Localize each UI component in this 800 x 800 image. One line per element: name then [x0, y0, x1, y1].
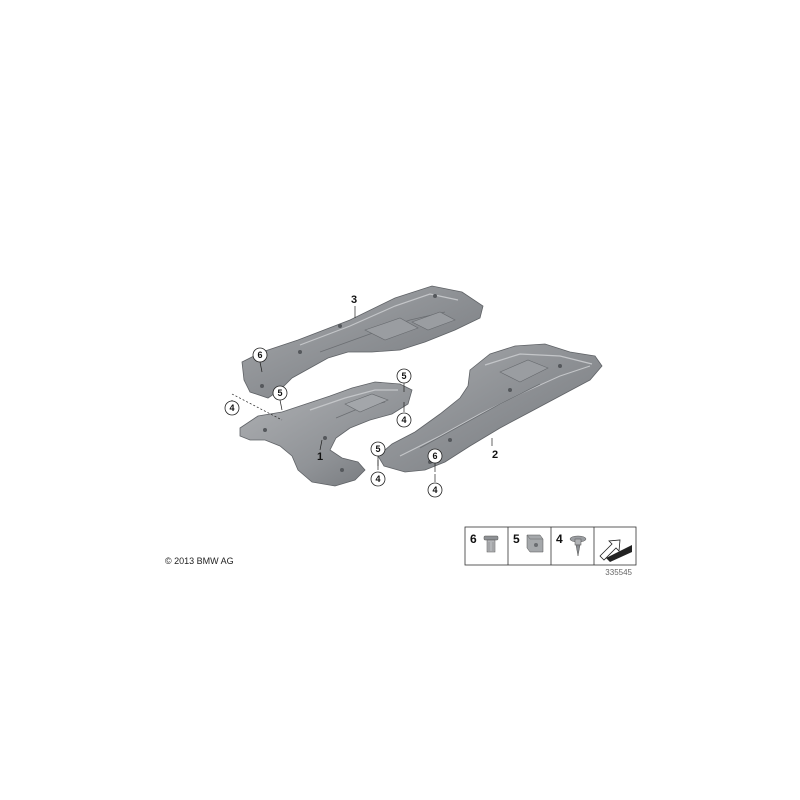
svg-text:5: 5 [277, 388, 282, 398]
callout-5-left: 5 [272, 385, 288, 401]
legend-item-5: 5 [513, 532, 544, 553]
callout-6-top: 6 [252, 347, 268, 363]
callout-5-mid-low: 5 [370, 441, 386, 457]
legend: 6 5 4 [464, 526, 637, 566]
svg-text:6: 6 [470, 532, 477, 546]
callout-5-mid-top: 5 [396, 368, 412, 384]
underbody-panel-2 [377, 343, 603, 473]
svg-text:4: 4 [375, 474, 380, 484]
diagram-id: 335545 [605, 568, 632, 577]
clip-nut-icon [526, 534, 544, 553]
screw-icon [569, 535, 587, 557]
svg-text:4: 4 [432, 485, 437, 495]
part-label-1: 1 [317, 451, 323, 463]
callout-4-mid-top: 4 [396, 412, 412, 428]
svg-text:5: 5 [401, 371, 406, 381]
callout-6-right: 6 [427, 448, 443, 464]
underbody-panel-1 [239, 381, 413, 487]
callout-4-left: 4 [224, 400, 240, 416]
direction-arrow-icon [599, 539, 632, 562]
part-label-2: 2 [492, 449, 498, 461]
svg-text:6: 6 [432, 451, 437, 461]
svg-text:5: 5 [375, 444, 380, 454]
svg-text:5: 5 [513, 532, 520, 546]
svg-text:4: 4 [229, 403, 234, 413]
svg-text:6: 6 [257, 350, 262, 360]
push-rivet-icon [483, 535, 499, 553]
leader-lines [231, 306, 493, 482]
svg-text:4: 4 [401, 415, 406, 425]
copyright-notice: © 2013 BMW AG [165, 556, 234, 566]
callout-4-mid-low: 4 [370, 471, 386, 487]
legend-item-4: 4 [556, 532, 587, 557]
callout-4-right: 4 [427, 482, 443, 498]
underbody-panel-3 [241, 285, 484, 399]
part-label-3: 3 [351, 294, 357, 306]
svg-text:4: 4 [556, 532, 563, 546]
legend-item-6: 6 [470, 532, 499, 553]
